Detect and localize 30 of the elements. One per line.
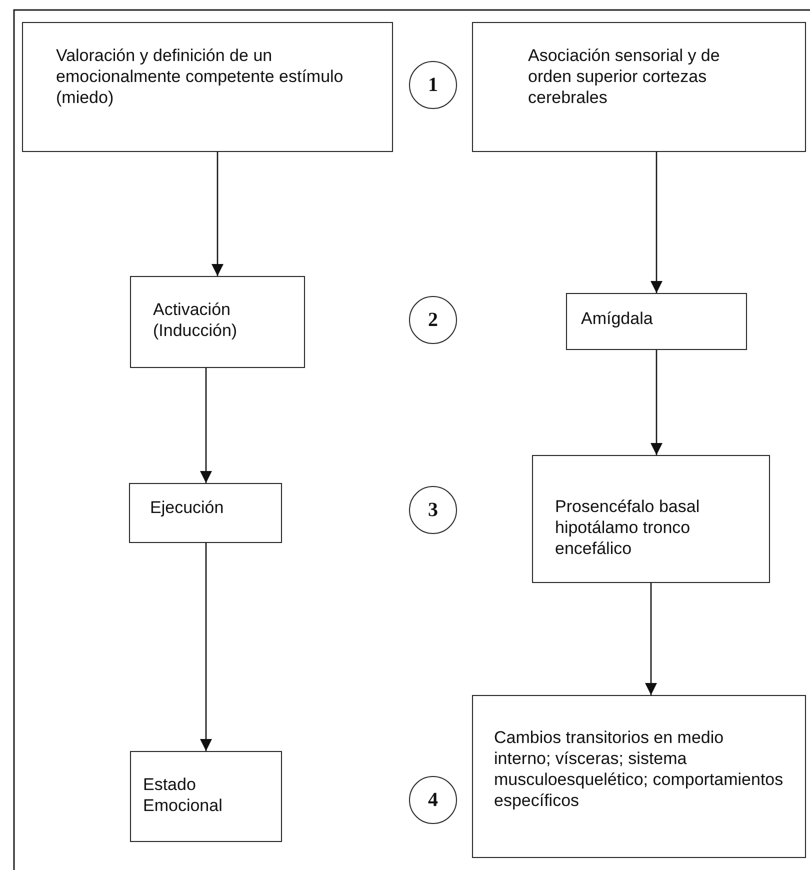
- box-text: Asociación sensorial y de orden superior cortezas cerebrales: [528, 45, 721, 108]
- number-circle: [409, 296, 457, 344]
- process-box: [130, 751, 282, 842]
- arrow: [212, 152, 224, 276]
- box-text: Prosencéfalo basal hipotálamo tronco encefálico: [555, 496, 701, 559]
- process-box: [532, 455, 770, 583]
- number-circle: [409, 776, 457, 824]
- process-box: [130, 276, 305, 368]
- box-text: Cambios transitorios en medio interno; vísceras; sistema musculoesquelético; comportamientos específicos: [494, 727, 784, 811]
- step-number: 3: [428, 498, 438, 522]
- box-text: Activación (Inducción): [153, 299, 238, 341]
- number-circle: [409, 486, 457, 534]
- box-text: Estado Emocional: [143, 774, 224, 816]
- process-box: [472, 695, 806, 858]
- step-number: 1: [428, 74, 438, 96]
- box-text: Ejecución: [150, 497, 225, 518]
- box-text: Valoración y definición de un emocionalmente competente estímulo (miedo): [56, 45, 344, 108]
- step-number: 4: [428, 788, 438, 812]
- number-circle: [409, 61, 457, 109]
- arrow: [650, 350, 662, 455]
- step-number: 2: [428, 308, 438, 332]
- arrow: [650, 152, 662, 293]
- arrow: [645, 583, 657, 695]
- arrow: [200, 543, 212, 751]
- process-box: [566, 293, 747, 350]
- arrow: [200, 368, 212, 483]
- process-box: [22, 22, 393, 152]
- box-text: Amígdala: [581, 308, 654, 329]
- process-box: [472, 22, 806, 152]
- process-box: [129, 483, 282, 543]
